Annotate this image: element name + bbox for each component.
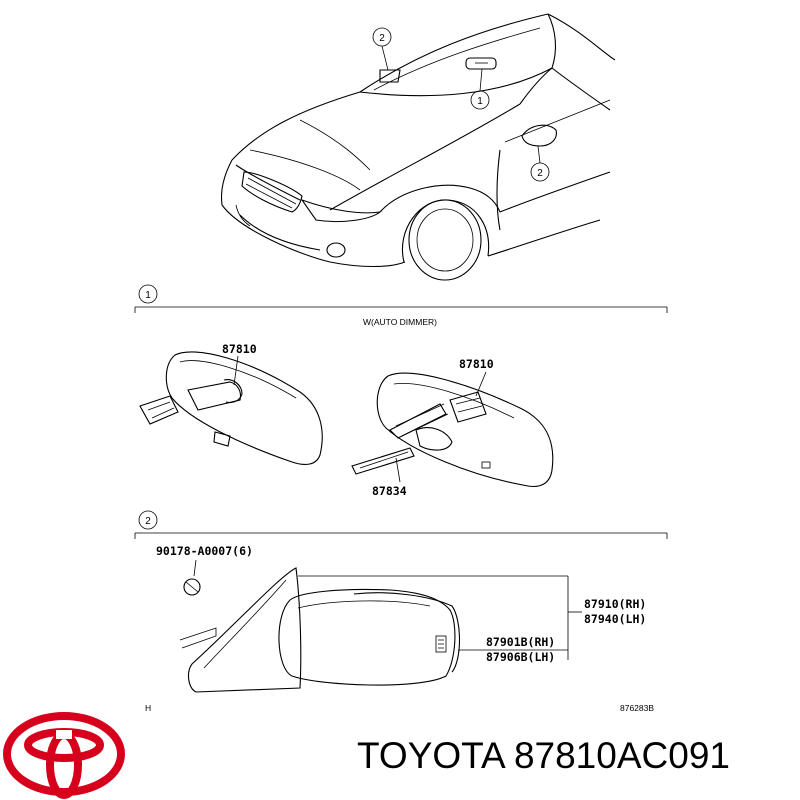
screw-part (183, 559, 201, 596)
label-87901b-rh: 87901B(RH) (486, 635, 555, 649)
svg-text:2: 2 (145, 516, 151, 527)
part-number: 87810AC091 (513, 735, 730, 776)
label-87810-right: 87810 (459, 357, 494, 371)
callout-2-top: 2 (372, 27, 392, 71)
brand-name: TOYOTA (357, 735, 504, 776)
toyota-logo-icon (3, 712, 125, 799)
label-87906b-lh: 87906B(LH) (486, 650, 555, 664)
callout-2-side: 2 (530, 145, 550, 182)
label-87810-left: 87810 (222, 342, 257, 356)
drawing-code: 876283B (620, 703, 654, 713)
section-1-header: 1 W(AUTO DIMMER) (134, 284, 668, 327)
inner-mirror-left (139, 351, 323, 465)
svg-text:1: 1 (477, 96, 483, 107)
svg-text:1: 1 (145, 290, 151, 301)
door-mirror (179, 567, 460, 693)
leader-lines (298, 575, 582, 660)
svg-text:2: 2 (379, 33, 385, 44)
label-screw: 90178-A0007(6) (156, 544, 253, 558)
part-caption: TOYOTA 87810AC091 (357, 735, 730, 777)
section-1-title: W(AUTO DIMMER) (363, 317, 437, 327)
label-87834: 87834 (372, 484, 407, 498)
section-2-header: 2 (134, 510, 668, 539)
svg-text:2: 2 (537, 168, 543, 179)
label-87910-rh: 87910(RH) (584, 597, 646, 611)
footer-left-mark: H (145, 703, 151, 713)
inner-mirror-right (351, 371, 554, 488)
label-87940-lh: 87940(LH) (584, 612, 646, 626)
car-illustration (220, 13, 616, 281)
callout-1-car: 1 (470, 68, 490, 110)
